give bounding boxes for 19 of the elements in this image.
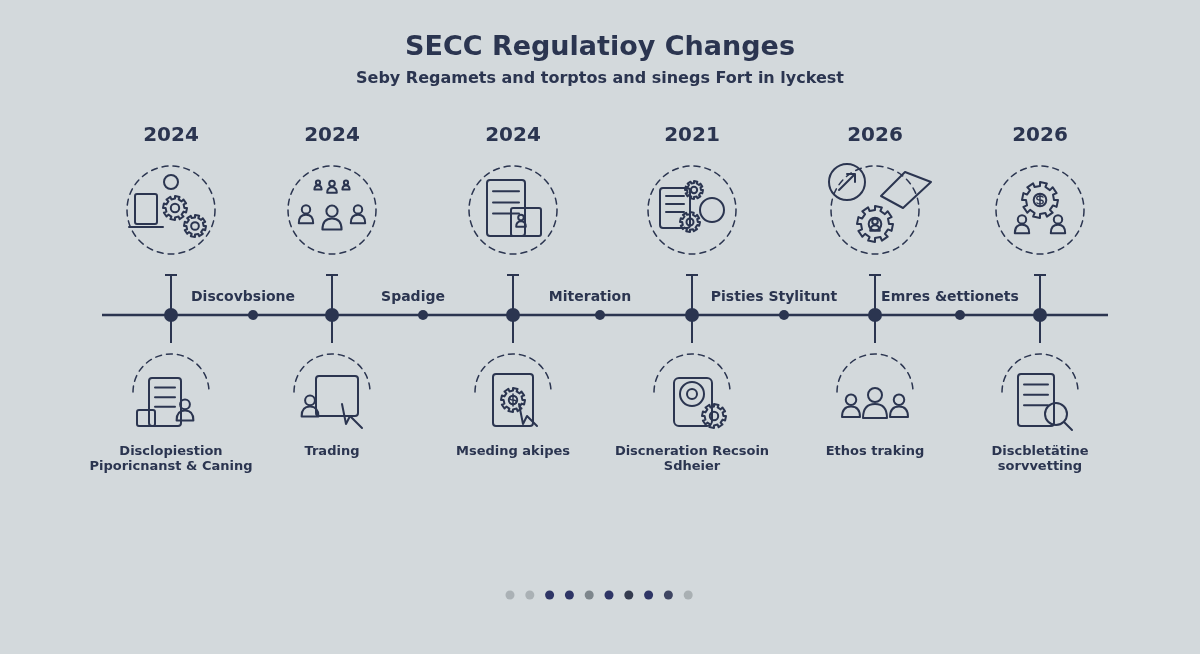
year-label: 2026: [1012, 122, 1068, 146]
year-label: 2024: [485, 122, 541, 146]
segment-label: Miteration: [548, 288, 632, 304]
milestone-label: Trading: [303, 444, 361, 459]
subtitle: Seby Regamets and torptos and sinegs Fort in lyckest: [356, 68, 844, 87]
milestone-label: Disclopiestion Piporicnanst & Caning: [88, 444, 254, 474]
title: SECC Regulatioy Changes: [405, 30, 795, 61]
milestone-label: Discbletätine sorvvetting: [990, 444, 1090, 474]
milestone-label: Ethos traking: [824, 444, 926, 459]
year-label: 2021: [664, 122, 720, 146]
segment-label: Emres &ettionets: [881, 288, 1019, 304]
segment-label: Pisties Stylitunt: [710, 288, 838, 304]
milestone-label: Discneration Recsoin Sdheier: [613, 444, 771, 474]
milestone-label: Mseding akipes: [454, 444, 572, 459]
segment-label: Spadige: [381, 288, 445, 304]
year-label: 2026: [847, 122, 903, 146]
year-label: 2024: [304, 122, 360, 146]
segment-label: Discovbsione: [191, 288, 295, 304]
year-label: 2024: [143, 122, 199, 146]
